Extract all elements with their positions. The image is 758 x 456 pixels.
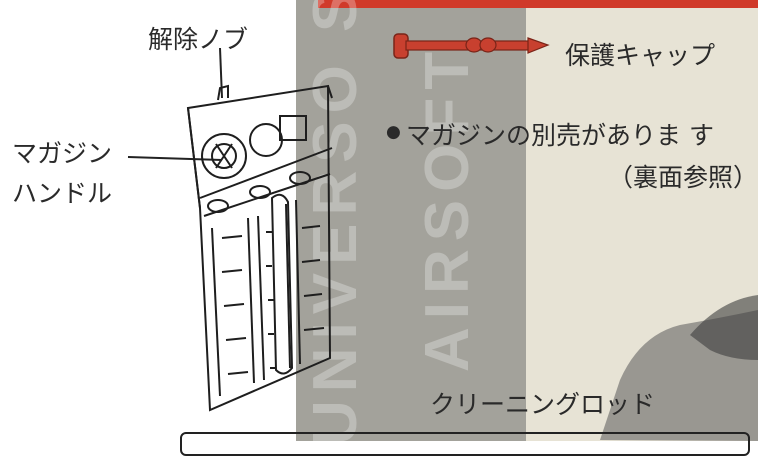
cleaning-rod-frame: [180, 432, 750, 456]
magazine-illustration-icon: [186, 84, 333, 412]
magazine-handle-label-line1: マガジン: [12, 139, 113, 168]
protective-cap-label: 保護キャップ: [565, 41, 716, 70]
document-page: UNIVERSO SOFT AIRSOFT 解除ノブ マガジン ハンドル 保護キ…: [12, 0, 758, 456]
sold-separately-note: マガジンの別売がありま す: [406, 121, 714, 150]
left-gray-band: [296, 0, 526, 441]
background-photo-shape: [600, 295, 758, 441]
protective-cap-icon: [393, 33, 550, 59]
red-strip: [318, 0, 758, 8]
cleaning-rod-label: クリーニングロッド: [430, 390, 656, 419]
leader-lines: [127, 47, 223, 161]
magazine-handle-label-line2: ハンドル: [12, 179, 113, 208]
release-knob-label: 解除ノブ: [148, 25, 249, 54]
see-reverse-note: （裏面参照）: [608, 163, 758, 192]
bullet-marker: ●: [386, 122, 401, 142]
